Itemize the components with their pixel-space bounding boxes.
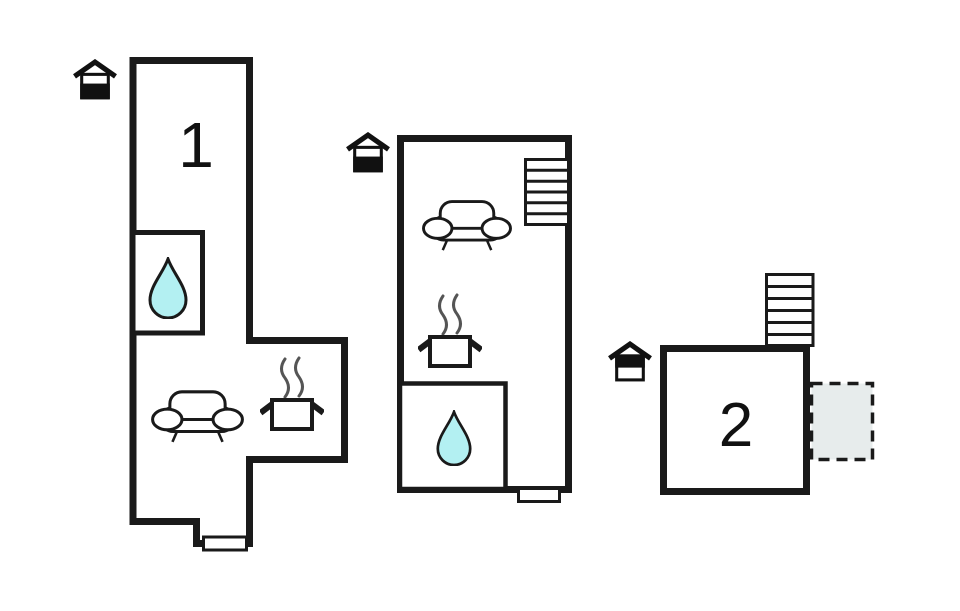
unit-middle-plan bbox=[348, 135, 572, 503]
unit-2-plan: 2 bbox=[610, 273, 875, 495]
unit-2-label: 2 bbox=[719, 391, 753, 460]
unit-1-window-marker bbox=[202, 535, 248, 552]
terrace-dashed-area bbox=[809, 381, 875, 462]
unit-2-walls bbox=[660, 345, 810, 495]
unit-middle-window-marker bbox=[517, 487, 561, 503]
stairs-icon bbox=[524, 158, 570, 226]
entrance-icon bbox=[348, 135, 389, 172]
unit-1-label: 1 bbox=[178, 109, 214, 181]
entrance-icon bbox=[610, 344, 651, 380]
unit-1-plan: 1 bbox=[75, 57, 348, 552]
entrance-icon bbox=[75, 62, 116, 99]
stairs-icon bbox=[765, 273, 815, 347]
